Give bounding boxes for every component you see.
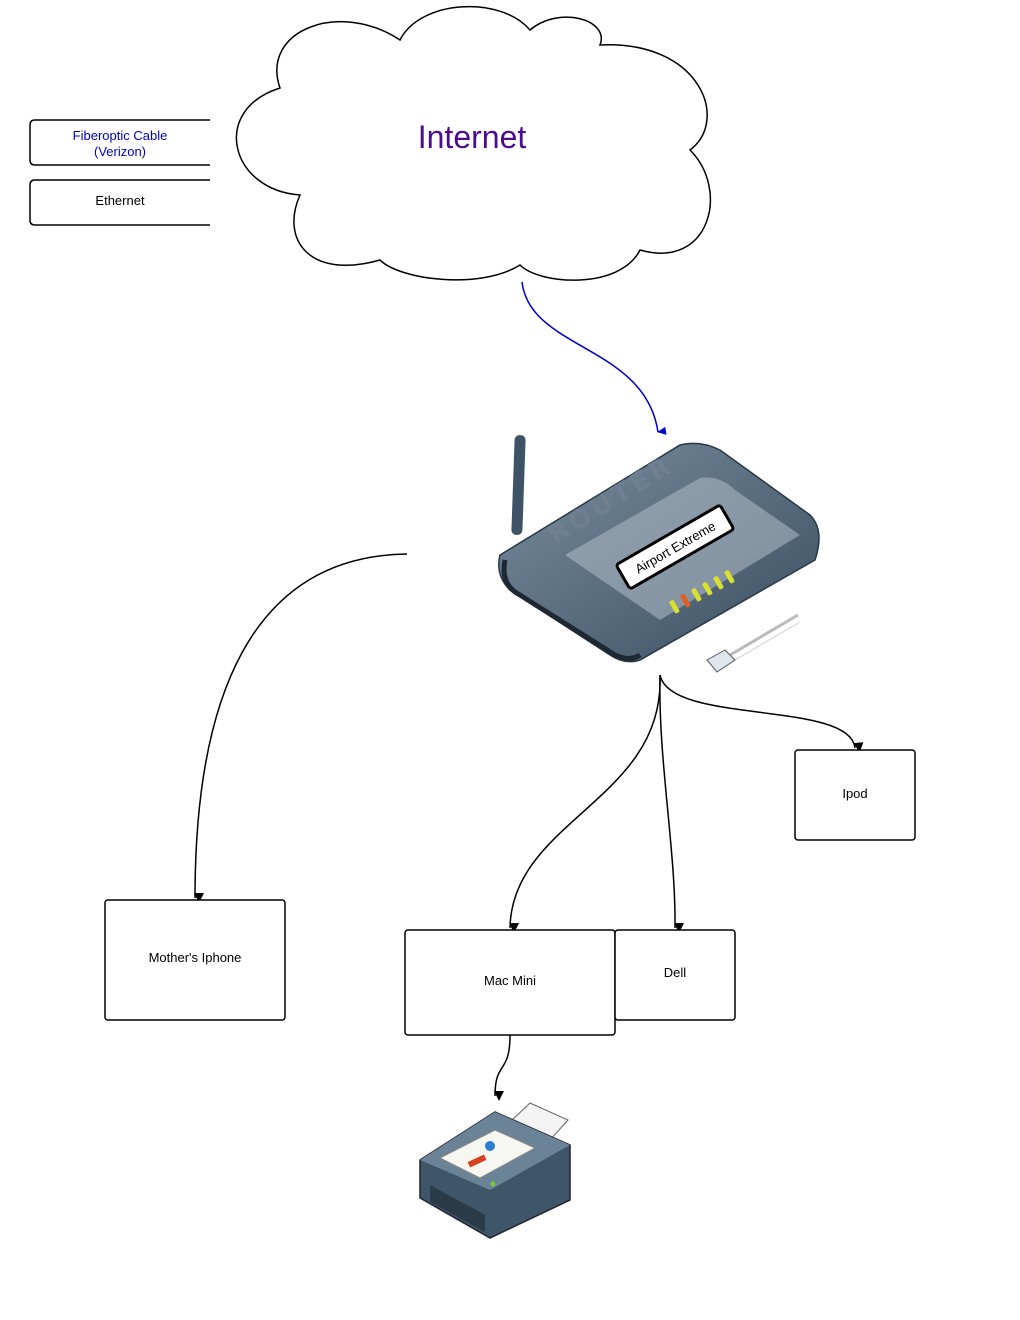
legend-ethernet: Ethernet — [29, 179, 210, 226]
fiber-connector — [521, 281, 667, 435]
connector-macmini-printer — [494, 1034, 511, 1102]
legend-fiberoptic-label: Fiberoptic Cable — [73, 128, 168, 143]
ethernet-cable-icon — [706, 613, 801, 673]
device-label: Dell — [664, 965, 687, 980]
connector-router-macmini — [509, 674, 661, 934]
device-label: Mac Mini — [484, 973, 536, 988]
device-label: Mother's Iphone — [149, 950, 242, 965]
device-mac-mini[interactable]: Mac Mini — [404, 929, 616, 1036]
device-dell[interactable]: Dell — [614, 929, 736, 1021]
connector-router-ipod — [659, 674, 864, 753]
internet-label: Internet — [418, 119, 527, 155]
router-leds — [669, 570, 735, 614]
connector-router-iphone — [194, 553, 408, 904]
printer-icon[interactable] — [419, 1102, 571, 1239]
router-icon[interactable]: ROUTER Airport Extreme — [498, 435, 820, 663]
legend-fiberoptic-sublabel: (Verizon) — [94, 144, 146, 159]
connector-router-dell — [659, 674, 685, 934]
device-label: Ipod — [842, 786, 867, 801]
internet-cloud[interactable]: Internet — [235, 5, 712, 281]
device-mothers-iphone[interactable]: Mother's Iphone — [104, 899, 286, 1021]
legend-ethernet-label: Ethernet — [95, 193, 145, 208]
legend-fiberoptic: Fiberoptic Cable (Verizon) — [29, 119, 210, 166]
device-ipod[interactable]: Ipod — [794, 749, 916, 841]
